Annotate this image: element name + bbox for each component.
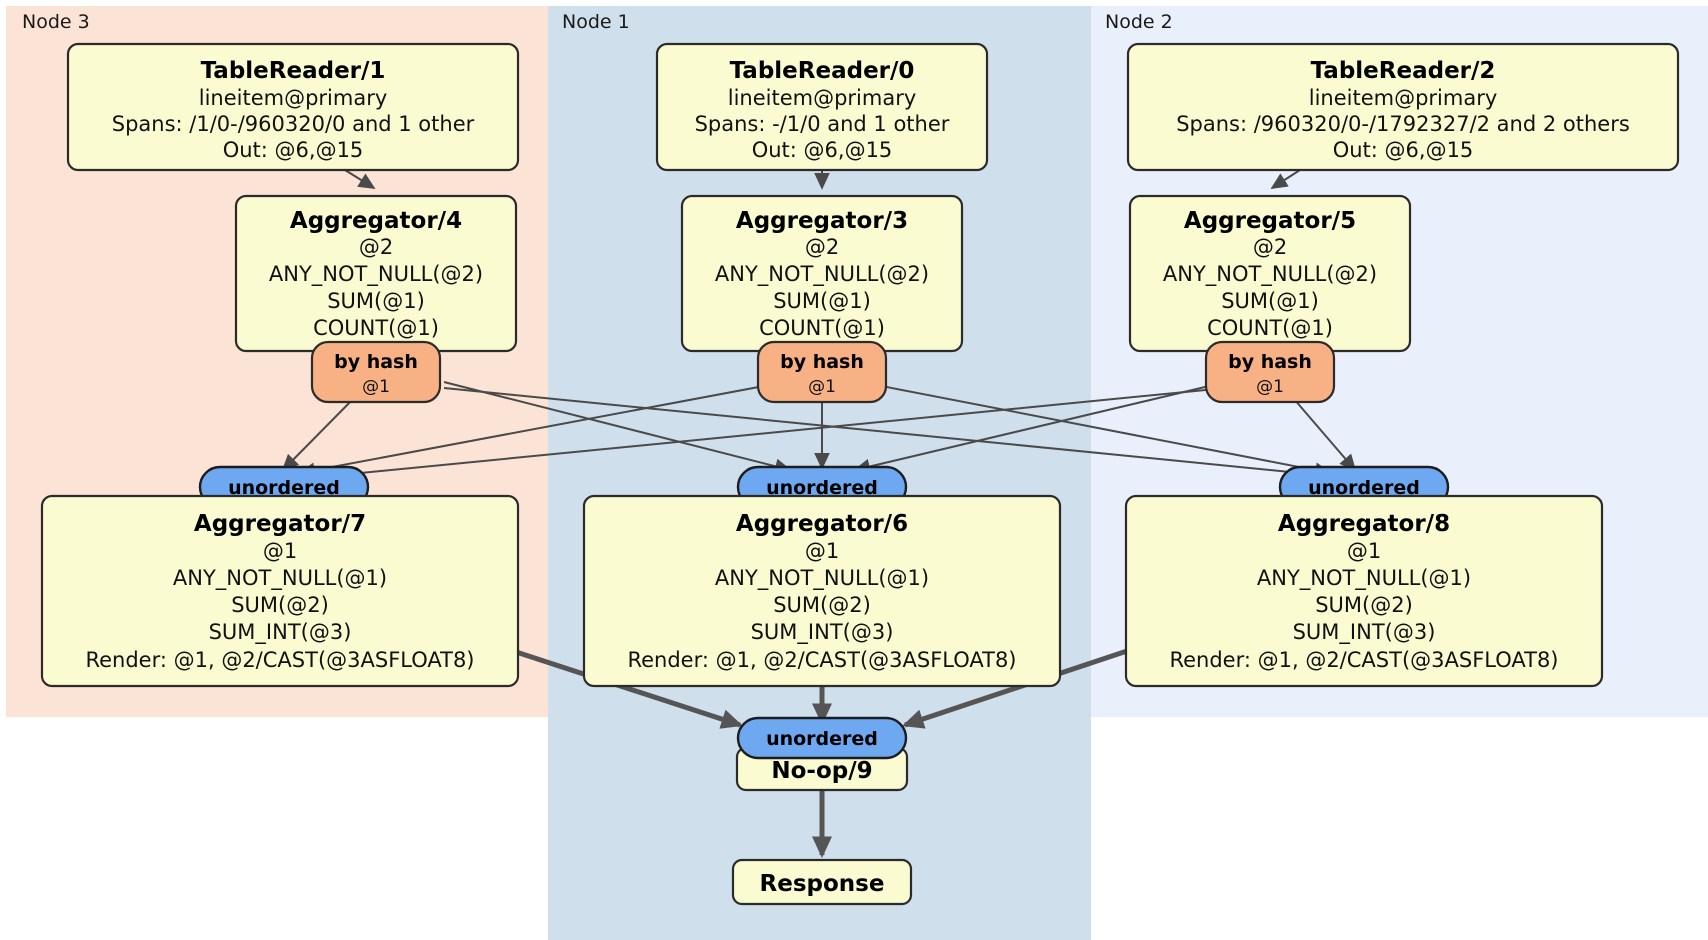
box-response-title: Response [760,871,885,897]
edge-agg7-to-final-unordered [509,647,743,729]
edge-tr2-agg5 [1270,169,1301,189]
box-aggregator-8-shape [1124,494,1604,688]
panel-label-node-3: Node 3 [22,11,90,33]
box-tablereader-2-line-0: lineitem@primary [1309,86,1498,110]
box-aggregator-5-line-1: ANY_NOT_NULL(@2) [1163,262,1377,287]
pill-by-hash-mid-title: by hash [780,351,864,373]
box-aggregator-6-shape [582,494,1062,688]
box-tablereader-0-title: TableReader/0 [730,58,915,84]
box-aggregator-4-line-3: COUNT(@1) [313,316,439,340]
box-aggregator-4[interactable]: Aggregator/4 @2 ANY_NOT_NULL(@2) SUM(@1)… [234,194,518,353]
box-tablereader-0-line-2: Out: @6,@15 [752,138,893,162]
edge-hash-right-to-unordered-right [1287,391,1357,472]
edge-hash-left-to-unordered-right [443,387,1322,482]
pill-by-hash-left-sub: @1 [362,377,390,397]
box-aggregator-4-line-2: SUM(@1) [327,289,425,313]
box-aggregator-7-line-2: SUM(@2) [231,593,329,617]
box-aggregator-6[interactable]: Aggregator/6 @1 ANY_NOT_NULL(@1) SUM(@2)… [582,494,1062,688]
pill-by-hash-right-title: by hash [1228,351,1312,373]
box-tablereader-0-line-1: Spans: -/1/0 and 1 other [695,112,950,136]
box-response-shape [731,858,913,906]
pill-unordered-final-shape [736,716,908,760]
box-aggregator-7[interactable]: Aggregator/7 @1 ANY_NOT_NULL(@1) SUM(@2)… [40,494,520,688]
box-aggregator-5-line-3: COUNT(@1) [1207,316,1333,340]
box-aggregator-3[interactable]: Aggregator/3 @2 ANY_NOT_NULL(@2) SUM(@1)… [680,194,964,353]
box-aggregator-5-line-2: SUM(@1) [1221,289,1319,313]
panel-label-node-2: Node 2 [1105,11,1173,33]
box-tablereader-1-shape [66,42,520,172]
box-aggregator-6-line-0: @1 [805,539,839,563]
box-aggregator-8-line-1: ANY_NOT_NULL(@1) [1257,566,1471,591]
box-aggregator-5-line-0: @2 [1253,235,1287,259]
box-tablereader-2-line-2: Out: @6,@15 [1333,138,1474,162]
box-aggregator-6-line-2: SUM(@2) [773,593,871,617]
box-tablereader-1-title: TableReader/1 [201,58,386,84]
pill-unordered-final[interactable]: unordered [736,716,908,760]
box-aggregator-3-line-1: ANY_NOT_NULL(@2) [715,262,929,287]
box-tablereader-1-line-0: lineitem@primary [199,86,388,110]
box-aggregator-6-line-3: SUM_INT(@3) [751,620,894,645]
box-tablereader-0[interactable]: TableReader/0 lineitem@primary Spans: -/… [655,42,989,172]
pill-unordered-final-title: unordered [766,728,878,750]
box-aggregator-7-shape [40,494,520,688]
box-tablereader-0-line-0: lineitem@primary [728,86,917,110]
box-aggregator-6-line-4: Render: @1, @2/CAST(@3ASFLOAT8) [627,648,1016,672]
box-tablereader-2-title: TableReader/2 [1311,58,1496,84]
box-tablereader-2-line-1: Spans: /960320/0-/1792327/2 and 2 others [1176,112,1630,136]
panel-label-node-1: Node 1 [562,11,630,33]
box-aggregator-3-line-3: COUNT(@1) [759,316,885,340]
edge-hash-right-to-unordered-left [308,387,1227,485]
box-aggregator-5-title: Aggregator/5 [1184,208,1356,234]
box-aggregator-7-line-1: ANY_NOT_NULL(@1) [173,566,387,591]
pill-by-hash-right-sub: @1 [1256,377,1284,397]
pill-by-hash-mid[interactable]: by hash @1 [756,340,888,404]
edge-agg8-to-final-unordered [902,647,1131,729]
pill-unordered-left-title: unordered [228,477,340,499]
box-aggregator-3-line-0: @2 [805,235,839,259]
pill-by-hash-left-shape [310,340,442,404]
box-no-op-9-title: No-op/9 [771,758,872,784]
pill-by-hash-mid-sub: @1 [808,377,836,397]
box-aggregator-4-line-0: @2 [359,235,393,259]
box-tablereader-1[interactable]: TableReader/1 lineitem@primary Spans: /1… [66,42,520,172]
box-aggregator-7-line-4: Render: @1, @2/CAST(@3ASFLOAT8) [85,648,474,672]
box-aggregator-5[interactable]: Aggregator/5 @2 ANY_NOT_NULL(@2) SUM(@1)… [1128,194,1412,353]
box-aggregator-8-line-4: Render: @1, @2/CAST(@3ASFLOAT8) [1169,648,1558,672]
box-aggregator-7-title: Aggregator/7 [194,511,366,537]
pill-unordered-right-title: unordered [1308,477,1420,499]
box-response[interactable]: Response [731,858,913,906]
edge-hash-left-to-unordered-left [281,391,361,472]
edge-hash-mid-to-unordered-left [298,382,781,478]
box-aggregator-6-title: Aggregator/6 [736,511,908,537]
pill-by-hash-right[interactable]: by hash @1 [1204,340,1336,404]
box-aggregator-8-title: Aggregator/8 [1278,511,1450,537]
box-aggregator-6-line-1: ANY_NOT_NULL(@1) [715,566,929,591]
pill-unordered-mid-title: unordered [766,477,878,499]
box-aggregator-8-line-0: @1 [1347,539,1381,563]
pill-by-hash-left[interactable]: by hash @1 [310,340,442,404]
box-aggregator-3-title: Aggregator/3 [736,208,908,234]
edge-tr1-agg4 [344,169,376,189]
box-tablereader-0-shape [655,42,989,172]
box-aggregator-8-line-3: SUM_INT(@3) [1293,620,1436,645]
box-aggregator-8[interactable]: Aggregator/8 @1 ANY_NOT_NULL(@1) SUM(@2)… [1124,494,1604,688]
box-aggregator-7-line-3: SUM_INT(@3) [209,620,352,645]
box-aggregator-4-line-1: ANY_NOT_NULL(@2) [269,262,483,287]
box-aggregator-7-line-0: @1 [263,539,297,563]
box-aggregator-4-title: Aggregator/4 [290,208,462,234]
edge-hash-mid-to-unordered-right [865,382,1332,478]
pill-by-hash-left-title: by hash [334,351,418,373]
box-tablereader-2-shape [1126,42,1680,172]
pill-by-hash-right-shape [1204,340,1336,404]
box-tablereader-2[interactable]: TableReader/2 lineitem@primary Spans: /9… [1126,42,1680,172]
box-aggregator-3-line-2: SUM(@1) [773,289,871,313]
edge-hash-right-to-unordered-mid [853,381,1227,475]
edge-hash-left-to-unordered-mid [443,381,792,474]
box-tablereader-1-line-1: Spans: /1/0-/960320/0 and 1 other [112,112,475,136]
pill-by-hash-mid-shape [756,340,888,404]
box-aggregator-8-line-2: SUM(@2) [1315,593,1413,617]
box-tablereader-1-line-2: Out: @6,@15 [223,138,364,162]
